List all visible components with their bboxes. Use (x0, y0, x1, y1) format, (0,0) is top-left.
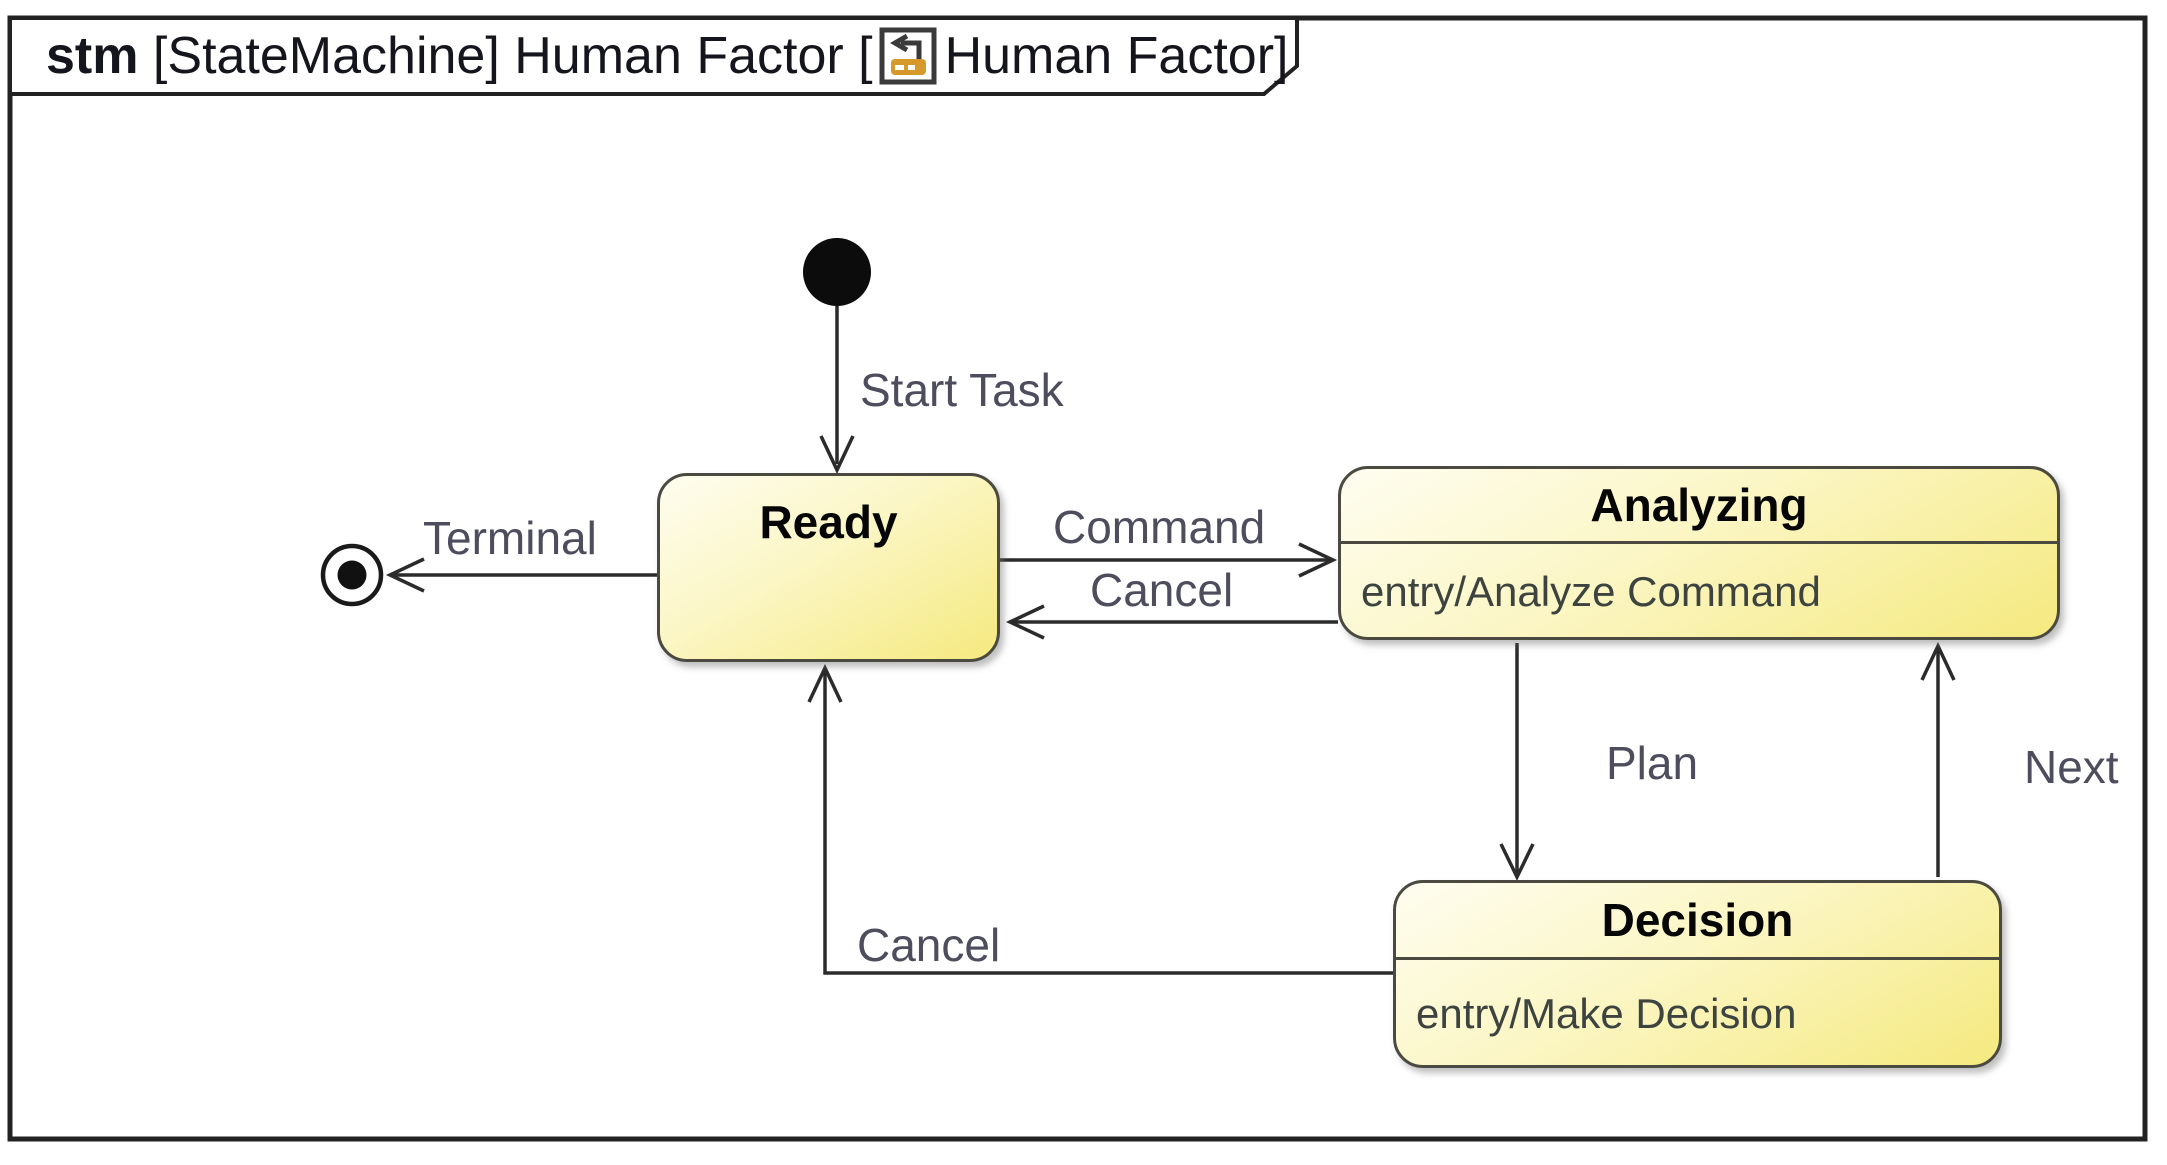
state-machine-diagram-icon (879, 27, 937, 85)
frame-title-middle: [StateMachine] Human Factor [ (138, 27, 873, 85)
arrowhead-right-icon (1298, 542, 1338, 578)
transition-label-next[interactable]: Next (2024, 741, 2119, 793)
state-title: Analyzing (1590, 479, 1808, 531)
frame-title-end: Human Factor] (944, 27, 1289, 85)
transition-label-cancel-analyzing[interactable]: Cancel (1090, 564, 1234, 616)
arrowhead-up-icon (1920, 641, 1956, 681)
frame-title-tab (8, 16, 1299, 96)
initial-state-icon[interactable] (803, 238, 871, 306)
state-analyzing[interactable]: Analyzing entry/Analyze Command (1338, 466, 2060, 640)
transition-cancel-from-analyzing[interactable] (1005, 604, 1338, 640)
transition-label-cancel-decision[interactable]: Cancel (857, 919, 1001, 971)
transition-label-start-task[interactable]: Start Task (860, 364, 1064, 416)
final-state-icon[interactable] (320, 543, 384, 607)
transition-start-task[interactable] (819, 306, 855, 475)
frame-keyword: stm (46, 27, 139, 85)
transition-command[interactable] (1000, 542, 1338, 578)
state-entry-activity: entry/Analyze Command (1341, 541, 2057, 637)
transition-terminal[interactable] (385, 557, 657, 593)
state-title: Ready (759, 496, 898, 548)
state-title: Decision (1601, 894, 1794, 946)
transition-label-plan[interactable]: Plan (1606, 737, 1699, 789)
arrowhead-down-icon (1499, 843, 1535, 882)
arrowhead-left-icon (1005, 604, 1045, 640)
transition-plan[interactable] (1499, 643, 1535, 882)
state-decision[interactable]: Decision entry/Make Decision (1393, 880, 2002, 1068)
arrowhead-down-icon (819, 435, 855, 475)
arrowhead-up-icon (807, 663, 843, 703)
arrowhead-left-icon (385, 557, 425, 593)
state-ready[interactable]: Ready (657, 473, 1000, 662)
transition-cancel-from-decision[interactable] (807, 663, 1393, 975)
state-entry-activity: entry/Make Decision (1396, 957, 1999, 1065)
transition-next[interactable] (1920, 641, 1956, 877)
transition-label-command[interactable]: Command (1053, 501, 1266, 553)
frame-title: stm [StateMachine] Human Factor [ Human … (10, 18, 1290, 94)
transition-label-terminal[interactable]: Terminal (423, 512, 597, 564)
